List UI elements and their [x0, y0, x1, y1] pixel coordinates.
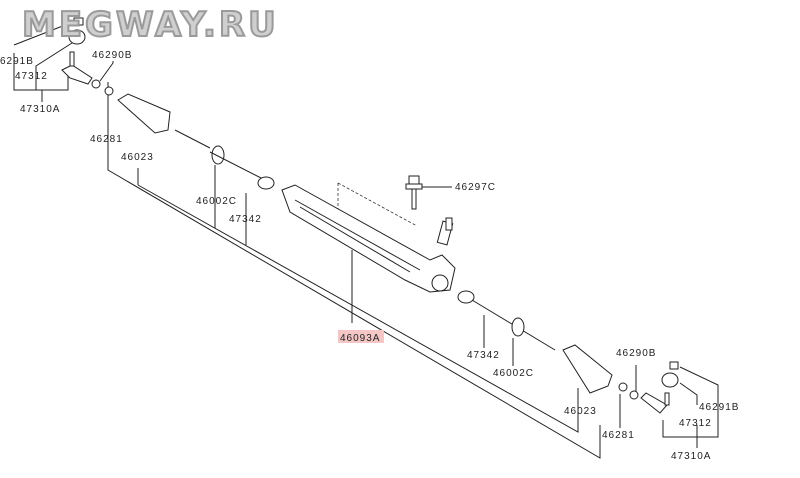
label-46023-left: 46023 [121, 152, 154, 163]
label-47342-right: 47342 [467, 350, 500, 361]
label-47310a-left: 47310A [20, 104, 60, 115]
label-46281-left: 46281 [90, 134, 123, 145]
label-46002c-left: 46002C [196, 196, 237, 207]
label-46291b-right: 46291B [699, 402, 739, 413]
label-46281-right: 46281 [602, 430, 635, 441]
highlight-46093a [338, 330, 384, 343]
label-46290b-right: 46290B [616, 348, 656, 359]
right-parts [457, 290, 679, 414]
left-parts [61, 17, 275, 190]
label-47312-left: 47312 [15, 71, 48, 82]
label-46291b-left: 6291B [0, 56, 34, 67]
label-46297c: 46297C [455, 182, 496, 193]
bolt-46297c [405, 175, 423, 210]
label-46093a[interactable]: 46093A [340, 333, 380, 344]
label-47342-left: 47342 [229, 214, 262, 225]
label-46290b-left: 46290B [92, 50, 132, 61]
label-46023-right: 46023 [564, 406, 597, 417]
label-47310a-right: 47310A [671, 451, 711, 462]
label-47312-right: 47312 [679, 418, 712, 429]
rack-housing [281, 184, 456, 293]
leader-lines [13, 19, 719, 459]
watermark-logo: MEGWAY.RU [22, 5, 279, 45]
label-46002c-right: 46002C [493, 368, 534, 379]
